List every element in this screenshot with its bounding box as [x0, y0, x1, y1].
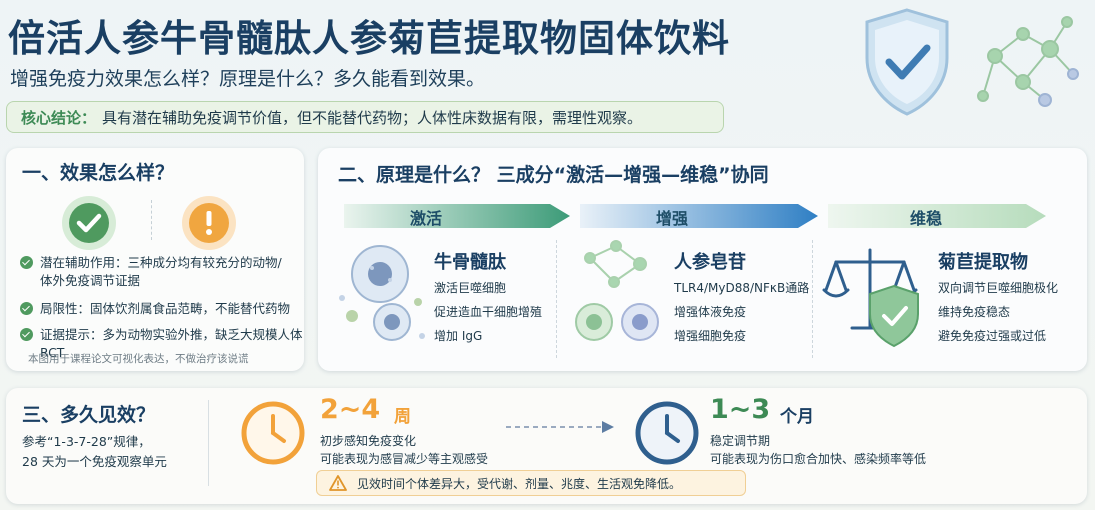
timeline-arrow	[506, 421, 614, 433]
column-divider	[812, 240, 813, 358]
ingredient-name: 菊苣提取物	[938, 252, 1028, 273]
icon-divider	[151, 200, 152, 240]
stage-arrow-activate	[344, 204, 570, 228]
bullet-evidence: 证据提示：多为动物实验外推，缺乏大规模人体 RCT	[20, 326, 305, 362]
clock-icon	[241, 401, 305, 465]
stage1-line2: 可能表现为感冒减少等主观感受	[320, 452, 489, 466]
warning-bar: 见效时间个体差异大，受代谢、剂量、兆度、生活观免降低。	[316, 470, 746, 496]
stage-arrow-stabilize	[828, 204, 1046, 228]
shield-check-icon	[865, 8, 949, 116]
stage1-unit: 周	[394, 407, 411, 427]
stage1-value: 2~4	[320, 394, 381, 425]
bullet-limitation: 局限性：固体饮剂属食品范畴，不能替代药物	[20, 300, 300, 318]
ingredient-effect: 双向调节巨噬细胞极化	[938, 281, 1059, 295]
exclamation-circle-icon	[182, 196, 236, 250]
stage2-line1: 稳定调节期	[710, 434, 771, 448]
column-divider	[556, 240, 557, 358]
ingredient-effect: TLR4/MyD88/NFκB通路	[674, 281, 810, 295]
clock-icon	[635, 401, 699, 465]
stage2-line2: 可能表现为伤口愈合加快、感染频率等低	[710, 452, 927, 466]
ingredient-effect: 避免免疫过强或过低	[938, 329, 1047, 343]
section1-title: 一、效果怎么样？	[22, 162, 175, 184]
stage-label: 激活	[410, 209, 443, 228]
bullet-text: 局限性：固体饮剂属食品范畴，不能替代药物	[40, 301, 291, 316]
molecule-icon	[977, 16, 1079, 107]
shield-molecule-illustration	[865, 8, 1079, 116]
bullet-text: 证据提示：多为动物实验外推，缺乏大规模人体 RCT	[40, 327, 303, 360]
ingredient-name: 牛骨髓肽	[434, 252, 506, 273]
reference-line-2: 28 天为一个免疫观察单元	[22, 454, 167, 469]
cell-icon	[339, 245, 425, 341]
bullet-text: 潜在辅助作用：三种成分均有较充分的动物/体外免疫调节证据	[40, 255, 282, 288]
ingredient-name: 人参皂苷	[674, 252, 746, 273]
stage-label: 维稳	[910, 209, 943, 228]
warning-icon	[329, 475, 347, 491]
check-bullet-icon	[20, 256, 33, 269]
stage-arrow-enhance	[580, 204, 818, 228]
reference-line-1: 参考“1-3-7-28”规律，	[22, 434, 151, 449]
stage1-line1: 初步感知免疫变化	[320, 434, 417, 448]
check-bullet-icon	[20, 302, 33, 315]
timeline-card: 三、多久见效？ 参考“1-3-7-28”规律， 28 天为一个免疫观察单元 2~…	[6, 388, 1087, 504]
warning-text: 见效时间个体差异大，受代谢、剂量、兆度、生活观免降低。	[357, 476, 682, 491]
ingredient-effect: 增强细胞免疫	[674, 329, 747, 343]
page-subtitle: 增强免疫力效果怎么样？原理是什么？多久能看到效果。	[10, 68, 486, 90]
stage-label: 增强	[656, 209, 689, 228]
conclusion-label: 核心结论：	[21, 108, 97, 127]
section2-title: 二、原理是什么？ 三成分“激活—增强—维稳”协同	[338, 164, 769, 186]
mechanism-card: 二、原理是什么？ 三成分“激活—增强—维稳”协同 激活 增强 维稳 牛骨髓肽 激…	[318, 148, 1087, 371]
section-divider	[208, 400, 209, 486]
ingredient-effect: 增强体液免疫	[674, 305, 747, 319]
check-circle-icon	[62, 196, 116, 250]
ingredient-effect: 增加 IgG	[434, 329, 483, 343]
bullet-potential-effect: 潜在辅助作用：三种成分均有较充分的动物/体外免疫调节证据	[20, 254, 290, 290]
ingredient-effect: 促进造血干细胞增殖	[434, 305, 543, 319]
reference-rule: 参考“1-3-7-28”规律， 28 天为一个免疫观察单元	[22, 432, 167, 472]
effect-card: 一、效果怎么样？ 潜在辅助作用：三种成分均有较充分的动物/体外免疫调节证据 局限…	[6, 148, 304, 371]
stage2-unit: 个月	[780, 407, 814, 427]
molecule-cell-icon	[575, 240, 659, 341]
conclusion-text: 具有潜在辅助免疫调节价值，但不能替代药物；人体性床数据有限，需理性观察。	[102, 108, 643, 127]
ingredient-effect: 激活巨噬细胞	[434, 281, 507, 295]
ingredient-effect: 维持免疫稳态	[938, 305, 1011, 319]
balance-scale-icon	[822, 248, 919, 348]
disclaimer-note: 本图用于课程论文可视化表达，不做治疗该说谎	[28, 353, 249, 365]
section3-title: 三、多久见效？	[22, 404, 156, 426]
page-title: 倍活人参牛骨髓肽人参菊苣提取物固体饮料	[8, 17, 730, 60]
conclusion-banner: 核心结论： 具有潜在辅助免疫调节价值，但不能替代药物；人体性床数据有限，需理性观…	[6, 101, 724, 133]
stage2-value: 1~3	[710, 394, 771, 425]
check-bullet-icon	[20, 328, 33, 341]
